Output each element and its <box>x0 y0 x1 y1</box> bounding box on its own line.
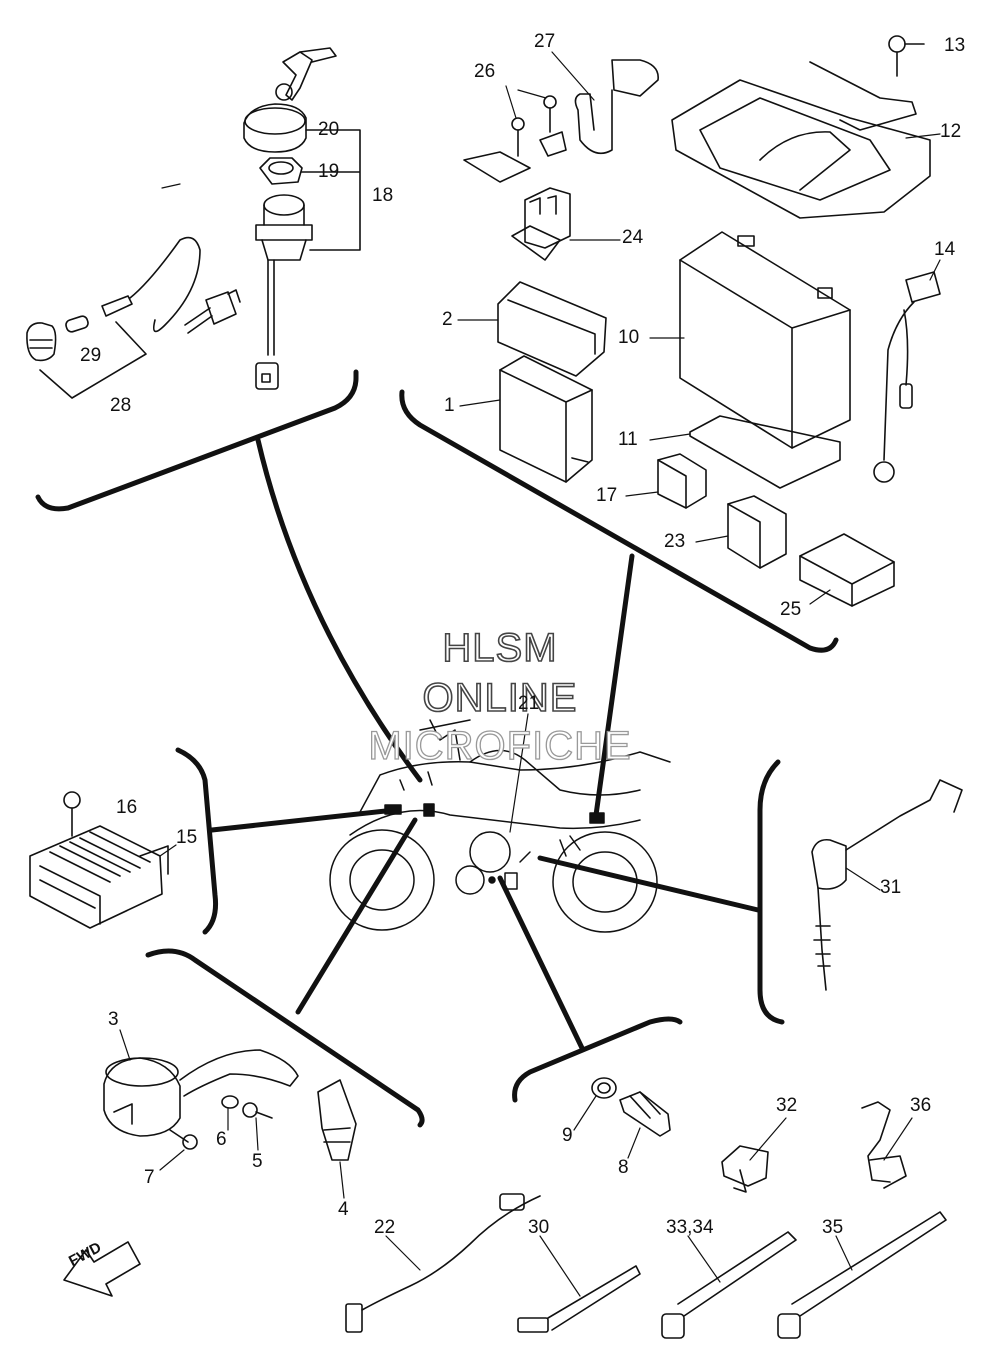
callout-18: 18 <box>372 185 394 206</box>
group-bracket-ignition-coil <box>145 817 425 1128</box>
callout-2: 2 <box>442 309 453 330</box>
callout-8: 8 <box>618 1157 629 1178</box>
callout-28-lines <box>39 321 147 399</box>
callout-11: 11 <box>618 429 638 450</box>
part-4-plug-cap <box>317 1079 357 1161</box>
leader-lines <box>119 51 941 1297</box>
watermark-line-1: HLSM <box>442 625 558 671</box>
part-27-lead <box>539 59 659 157</box>
part-25-block <box>799 533 895 607</box>
part-14-lead <box>873 271 941 483</box>
callout-35: 35 <box>822 1217 844 1238</box>
part-6-washer <box>221 1095 239 1109</box>
callout-10: 10 <box>618 327 640 348</box>
callout-30: 30 <box>528 1217 550 1238</box>
part-17-fuse-box <box>657 453 707 509</box>
key-switch-lead <box>101 236 241 334</box>
callout-17: 17 <box>596 485 618 506</box>
part-10-battery <box>679 231 851 449</box>
callout-21: 21 <box>518 693 540 714</box>
callout-15: 15 <box>176 827 198 848</box>
part-26-bolts <box>463 95 557 183</box>
part-23-relay <box>727 495 787 569</box>
watermark-line-2: ONLINE <box>422 675 578 721</box>
part-33-34-cable-tie <box>661 1231 797 1339</box>
part-13-bolt <box>888 35 925 77</box>
part-31-brake-switch <box>811 779 963 991</box>
callout-27: 27 <box>534 31 556 52</box>
callout-3: 3 <box>108 1009 119 1030</box>
part-30-cable-tie <box>517 1265 641 1333</box>
part-36-clamp <box>861 1101 907 1189</box>
part-12-battery-box <box>671 61 931 219</box>
callout-23: 23 <box>664 531 686 552</box>
callout-24: 24 <box>622 227 644 248</box>
part-32-clamp <box>721 1145 769 1193</box>
part-9-gasket <box>591 1077 617 1099</box>
part-7-bolts <box>169 1129 198 1150</box>
callout-5: 5 <box>252 1151 263 1172</box>
callout-16: 16 <box>116 797 138 818</box>
group-bracket-key-switch <box>35 369 423 783</box>
callout-9: 9 <box>562 1125 573 1146</box>
callout-1: 1 <box>444 395 455 416</box>
callout-33-34: 33,34 <box>666 1217 714 1238</box>
group-bracket-rectifier <box>175 747 398 935</box>
callout-28: 28 <box>110 395 132 416</box>
part-35-cable-tie <box>777 1211 947 1339</box>
callout-25: 25 <box>780 599 802 620</box>
group-bracket-brake-switch <box>537 759 785 1025</box>
part-24-relay <box>511 187 571 261</box>
part-22-lead <box>345 1193 541 1333</box>
part-28-cap <box>26 322 57 362</box>
part-5-bolt <box>242 1102 273 1119</box>
part-29-plug <box>65 315 89 333</box>
callout-12: 12 <box>940 121 962 142</box>
part-3-ignition-coil <box>103 1049 299 1137</box>
callout-19: 19 <box>318 161 340 182</box>
callout-31: 31 <box>880 877 902 898</box>
callout-14: 14 <box>934 239 956 260</box>
callout-22: 22 <box>374 1217 396 1238</box>
group-bracket-battery <box>399 389 839 818</box>
group-bracket-neutral-switch <box>497 875 683 1103</box>
callout-32: 32 <box>776 1095 798 1116</box>
callout-18-bracket <box>301 129 361 251</box>
part-15-rectifier <box>29 825 169 929</box>
part-11-mat <box>689 415 841 489</box>
callout-36: 36 <box>910 1095 932 1116</box>
part-8-switch <box>619 1091 671 1137</box>
watermark-line-3: MICROFICHE <box>368 723 632 768</box>
callout-26: 26 <box>474 61 496 82</box>
part-1-ecu <box>499 355 593 483</box>
part-16-bolt <box>63 791 81 837</box>
part-19-nut <box>259 157 303 185</box>
callout-29: 29 <box>80 345 102 366</box>
part-2-cover <box>497 281 607 377</box>
atv-outline <box>329 719 671 933</box>
callout-6: 6 <box>216 1129 227 1150</box>
fwd-arrow-icon <box>63 1241 141 1297</box>
callout-4: 4 <box>338 1199 349 1220</box>
part-18-main-switch <box>255 194 313 390</box>
callout-20: 20 <box>318 119 340 140</box>
part-20-key-and-cap <box>243 47 337 153</box>
callout-7: 7 <box>144 1167 155 1188</box>
callout-13: 13 <box>944 35 966 56</box>
